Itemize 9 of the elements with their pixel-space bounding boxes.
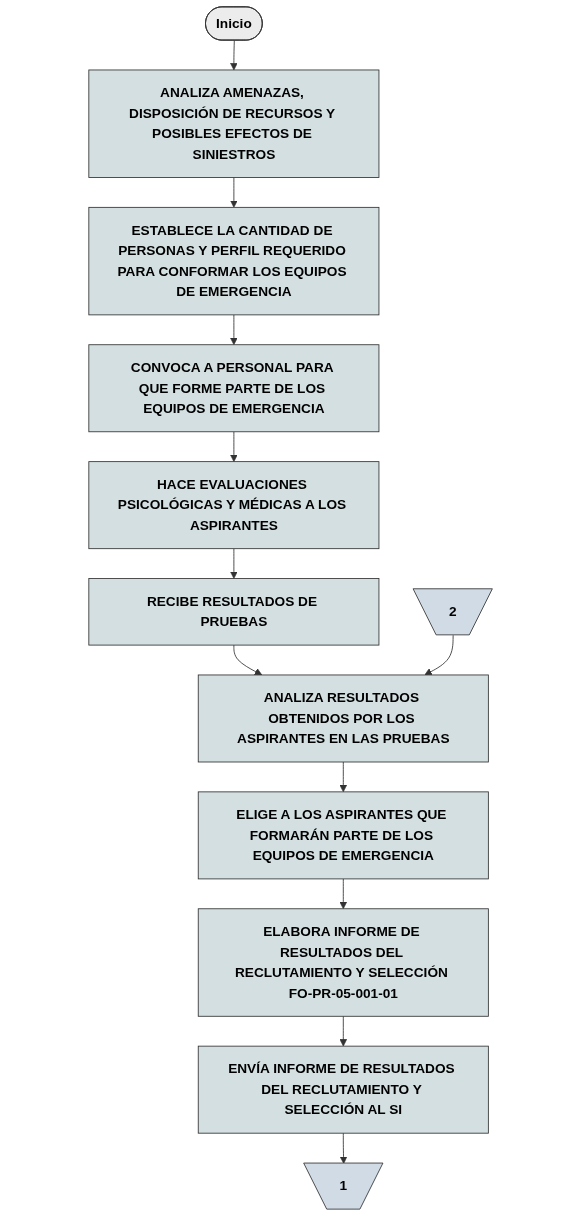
node-box: ELABORA INFORME DE RESULTADOS DEL RECLUTAMIENTO Y SELECCIÓN FO-PR-05-001-01	[198, 908, 490, 1017]
node-box: ESTABLECE LA CANTIDAD DE PERSONAS Y PERFIL REQUERIDO PARA CONFORMAR LOS EQUIPOS DE EMERGENCIA	[88, 206, 380, 316]
node-box: ANALIZA RESULTADOS OBTENIDOS POR LOS ASPIRANTES EN LAS PRUEBAS	[198, 674, 490, 763]
node-box: HACE EVALUACIONES PSICOLÓGICAS Y MÉDICAS A LOS ASPIRANTES	[88, 461, 380, 550]
node-box: RECIBE RESULTADOS DE PRUEBAS	[88, 578, 380, 646]
node-box: ANALIZA AMENAZAS, DISPOSICIÓN DE RECURSOS Y POSIBLES EFECTOS DE SINIESTROS	[88, 69, 380, 178]
node-box: ENVÍA INFORME DE RESULTADOS DEL RECLUTAMIENTO Y SELECCIÓN AL SI	[198, 1045, 490, 1134]
node-box: ELIGE A LOS ASPIRANTES QUE FORMARÁN PARTE DE LOS EQUIPOS DE EMERGENCIA	[198, 791, 490, 880]
node-box: CONVOCA A PERSONAL PARA QUE FORME PARTE DE LOS EQUIPOS DE EMERGENCIA	[88, 344, 380, 433]
